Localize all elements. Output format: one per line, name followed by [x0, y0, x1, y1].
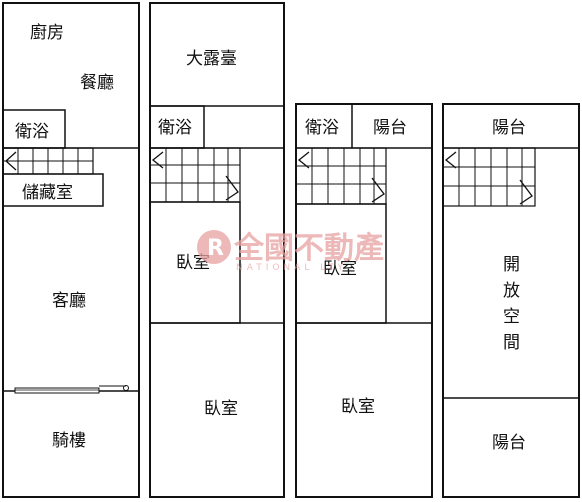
floor-2-terrace-label: 大露臺	[186, 49, 237, 69]
floor-4-open-space-char-4: 間	[503, 333, 520, 353]
floor-1-dining-label: 餐廳	[80, 73, 114, 93]
floor-4: 陽台 開 放 空 間 陽台	[442, 103, 580, 498]
watermark-logo-icon: R	[197, 230, 231, 264]
floor-3-outline	[295, 103, 433, 498]
floor-2-bedroom-b-label: 臥室	[204, 399, 238, 419]
floor-2-stairs	[149, 147, 241, 203]
floor-1-stairs	[2, 147, 94, 175]
floor-3: 衛浴 陽台 臥室 臥室	[295, 103, 433, 498]
floor-3-stairs	[295, 147, 387, 205]
floor-3-bedroom-a-label: 臥室	[323, 259, 357, 279]
svg-text:R: R	[207, 236, 224, 261]
watermark-sub: NATIONAL LTY	[236, 263, 347, 273]
floor-4-balcony-bottom-label: 陽台	[492, 433, 526, 453]
floor-4-open-space-char-2: 放	[503, 281, 520, 301]
floor-4-stairs	[442, 147, 536, 207]
floor-3-balcony-label: 陽台	[373, 118, 407, 138]
floor-1-living-label: 客廳	[52, 291, 86, 311]
floor-1-outline	[2, 2, 140, 498]
floor-4-balcony-top-label: 陽台	[492, 118, 526, 138]
floor-2: 大露臺 衛浴 臥室 臥室	[149, 2, 285, 498]
floor-3-bath-label: 衛浴	[305, 118, 339, 138]
floor-1-storage-label: 儲藏室	[22, 183, 73, 203]
watermark: R 全國不動產 NATIONAL LTY	[197, 230, 384, 273]
floor-1-arcade-label: 騎樓	[52, 431, 86, 451]
floor-3-bedroom-b-label: 臥室	[341, 397, 375, 417]
floor-1-kitchen-label: 廚房	[30, 22, 64, 43]
floor-4-open-space-char-3: 空	[503, 307, 520, 327]
floor-2-bath-label: 衛浴	[158, 118, 192, 138]
floor-4-open-space-char-1: 開	[503, 255, 520, 275]
watermark-brand: 全國不動產	[233, 231, 384, 266]
floor-1-storage-box	[2, 173, 104, 207]
floor-4-outline	[442, 103, 580, 498]
floor-1-bath-label: 衛浴	[15, 122, 49, 142]
floor-1: 廚房 餐廳 衛浴 儲藏室 客廳 騎樓	[2, 2, 140, 498]
